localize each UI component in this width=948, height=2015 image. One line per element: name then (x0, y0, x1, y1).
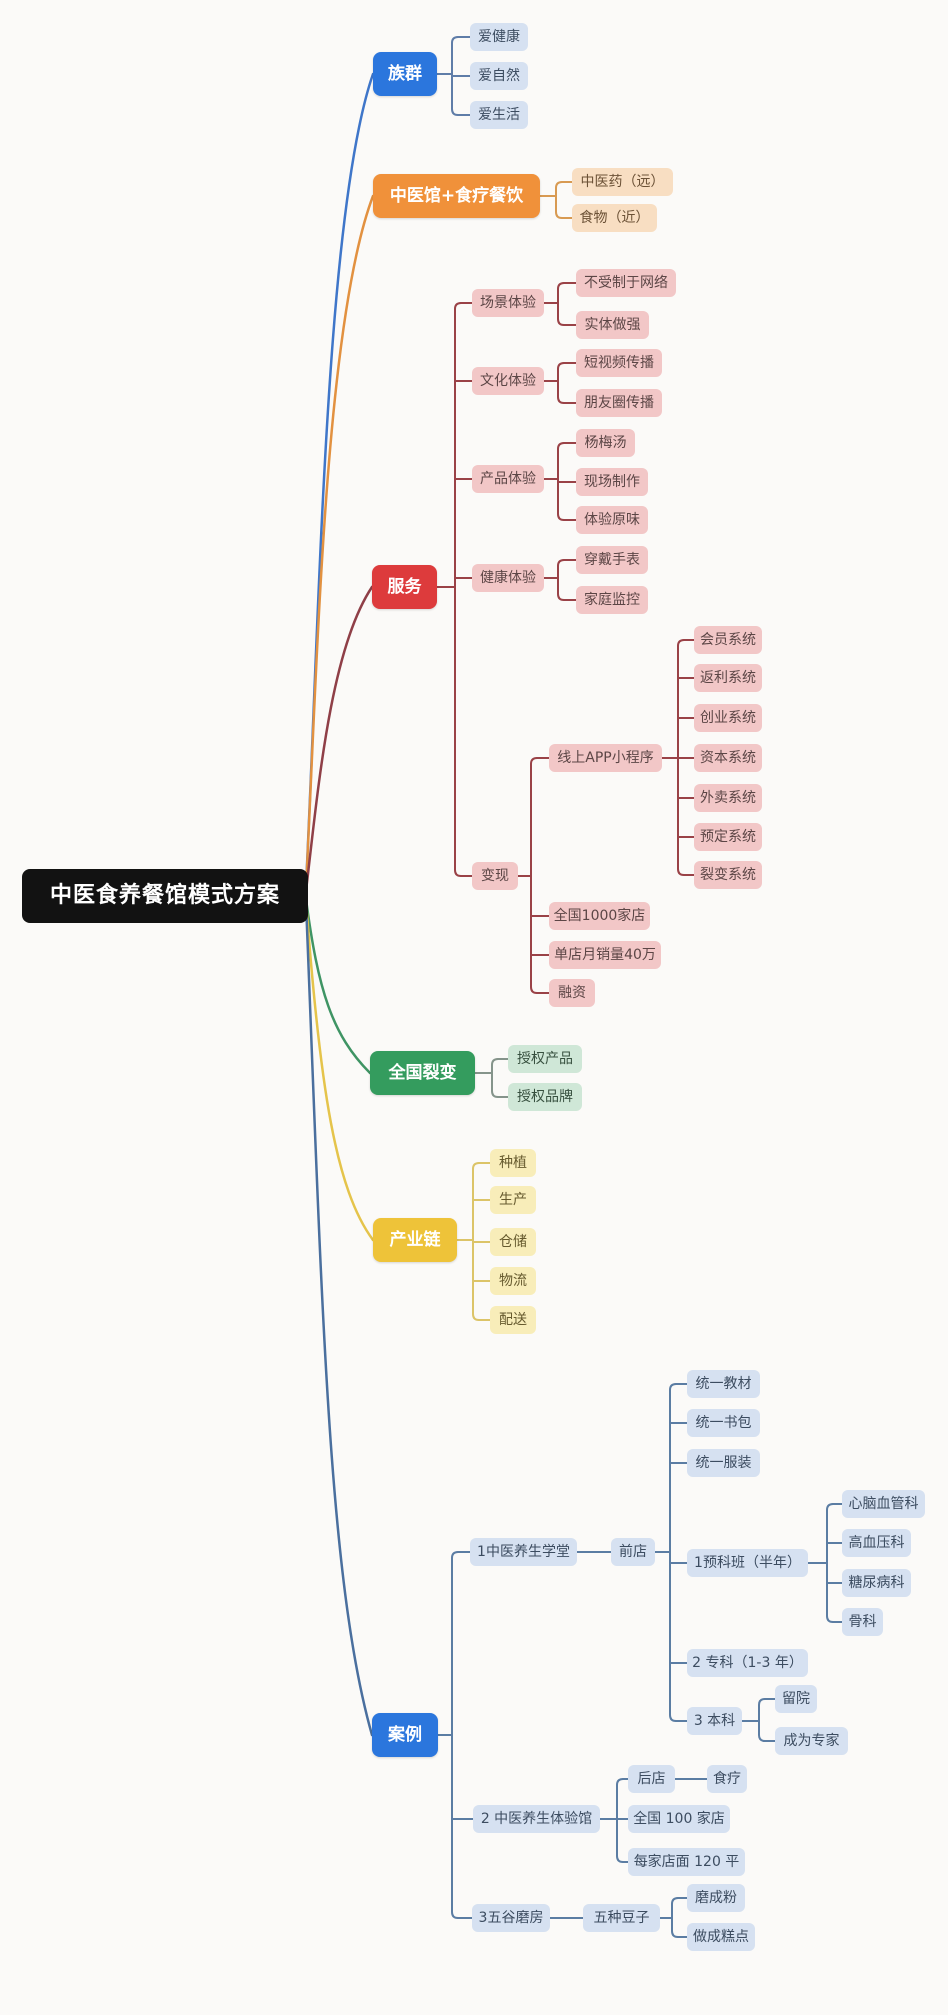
leaf-node[interactable]: 食疗 (707, 1765, 747, 1793)
leaf-node[interactable]: 高血压科 (842, 1529, 911, 1557)
leaf-node[interactable]: 朋友圈传播 (576, 389, 662, 417)
leaf-node[interactable]: 骨科 (842, 1608, 883, 1636)
leaf-node[interactable]: 中医药（远） (572, 168, 673, 196)
leaf-node[interactable]: 短视频传播 (576, 349, 662, 377)
leaf-node[interactable]: 爱自然 (470, 62, 528, 90)
leaf-node[interactable]: 返利系统 (694, 664, 762, 692)
leaf-node[interactable]: 融资 (549, 979, 595, 1007)
leaf-node[interactable]: 五种豆子 (583, 1904, 660, 1932)
leaf-node[interactable]: 现场制作 (576, 468, 648, 496)
leaf-node[interactable]: 糖尿病科 (842, 1569, 911, 1597)
leaf-node[interactable]: 不受制于网络 (576, 269, 676, 297)
leaf-node[interactable]: 资本系统 (694, 744, 762, 772)
leaf-node[interactable]: 体验原味 (576, 506, 648, 534)
leaf-node[interactable]: 文化体验 (472, 367, 544, 395)
branch-services[interactable]: 服务 (372, 565, 437, 609)
leaf-node[interactable]: 实体做强 (576, 311, 649, 339)
leaf-node[interactable]: 种植 (490, 1149, 536, 1177)
branch-national-fission[interactable]: 全国裂变 (370, 1051, 475, 1095)
leaf-node[interactable]: 1中医养生学堂 (470, 1538, 577, 1566)
leaf-node[interactable]: 裂变系统 (694, 861, 762, 889)
branch-tcm-hall-food-therapy[interactable]: 中医馆+食疗餐饮 (373, 174, 540, 218)
leaf-node[interactable]: 仓储 (490, 1228, 536, 1256)
leaf-node[interactable]: 食物（近） (572, 204, 657, 232)
tcm-hall-brackets (539, 181, 573, 219)
leaf-node[interactable]: 授权品牌 (508, 1083, 582, 1111)
leaf-node[interactable]: 成为专家 (775, 1727, 848, 1755)
leaf-node[interactable]: 统一书包 (687, 1409, 760, 1437)
tribes-brackets (436, 36, 471, 116)
leaf-node[interactable]: 健康体验 (472, 564, 544, 592)
leaf-node[interactable]: 2 中医养生体验馆 (473, 1805, 600, 1833)
leaf-node[interactable]: 爱健康 (470, 23, 528, 51)
leaf-node[interactable]: 配送 (490, 1306, 536, 1334)
leaf-node[interactable]: 预定系统 (694, 823, 762, 851)
root-node[interactable]: 中医食养餐馆模式方案 (22, 869, 308, 923)
leaf-node[interactable]: 会员系统 (694, 626, 762, 654)
leaf-node[interactable]: 家庭监控 (576, 586, 648, 614)
branch-cases[interactable]: 案例 (372, 1713, 438, 1757)
branch-tribes[interactable]: 族群 (373, 52, 437, 96)
leaf-node[interactable]: 生产 (490, 1186, 536, 1214)
leaf-node[interactable]: 创业系统 (694, 704, 762, 732)
leaf-node[interactable]: 留院 (775, 1685, 817, 1713)
leaf-node[interactable]: 单店月销量40万 (549, 941, 661, 969)
leaf-node[interactable]: 心脑血管科 (842, 1490, 925, 1518)
leaf-node[interactable]: 3 本科 (687, 1707, 742, 1735)
leaf-node[interactable]: 磨成粉 (687, 1884, 745, 1912)
leaf-node[interactable]: 前店 (611, 1538, 655, 1566)
leaf-node[interactable]: 3五谷磨房 (472, 1904, 550, 1932)
leaf-node[interactable]: 后店 (628, 1765, 675, 1793)
leaf-node[interactable]: 外卖系统 (694, 784, 762, 812)
leaf-node[interactable]: 物流 (490, 1267, 536, 1295)
leaf-node[interactable]: 授权产品 (508, 1045, 582, 1073)
leaf-node[interactable]: 2 专科（1-3 年） (687, 1649, 808, 1677)
leaf-node[interactable]: 产品体验 (472, 465, 544, 493)
leaf-node[interactable]: 杨梅汤 (576, 429, 635, 457)
leaf-node[interactable]: 穿戴手表 (576, 546, 648, 574)
leaf-node[interactable]: 统一服装 (687, 1449, 760, 1477)
leaf-node[interactable]: 爱生活 (470, 101, 528, 129)
fission-brackets (474, 1058, 509, 1098)
leaf-node[interactable]: 变现 (472, 862, 518, 890)
leaf-node[interactable]: 场景体验 (472, 289, 544, 317)
root-branch-curves (304, 72, 375, 1737)
leaf-node[interactable]: 统一教材 (687, 1370, 760, 1398)
leaf-node[interactable]: 全国1000家店 (549, 902, 650, 930)
leaf-node[interactable]: 1预科班（半年） (687, 1549, 808, 1577)
leaf-node[interactable]: 每家店面 120 平 (628, 1848, 745, 1876)
leaf-node[interactable]: 线上APP小程序 (549, 744, 662, 772)
industry-brackets (456, 1162, 491, 1321)
branch-industry-chain[interactable]: 产业链 (373, 1218, 457, 1262)
leaf-node[interactable]: 做成糕点 (687, 1923, 755, 1951)
leaf-node[interactable]: 全国 100 家店 (628, 1805, 730, 1833)
